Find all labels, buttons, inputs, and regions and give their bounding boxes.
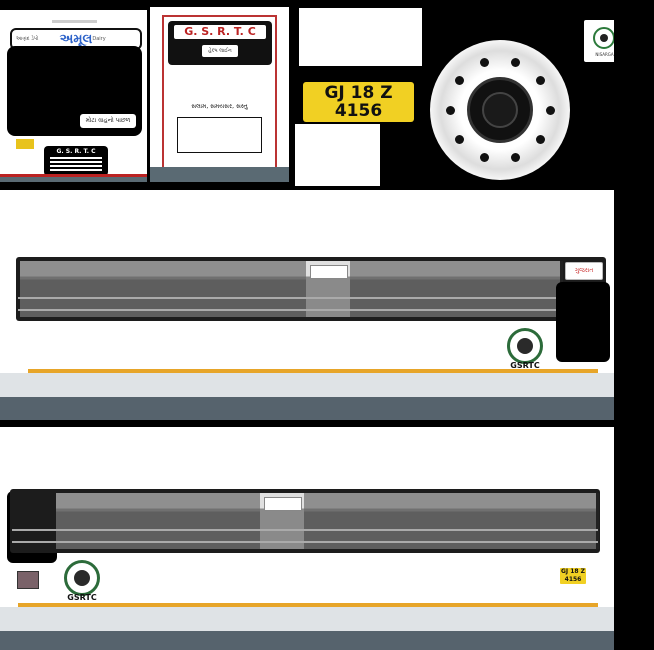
brand-label: GSRTC <box>510 361 540 370</box>
side-registration-plate: GJ 18 Z 4156 <box>560 568 586 584</box>
brand-label: GSRTC <box>67 593 97 602</box>
plate-line-2: 4156 <box>334 101 383 121</box>
side-sticker: ગુજરાત <box>565 262 603 280</box>
side-rear-panel <box>556 282 610 362</box>
skirt-dark <box>0 631 614 650</box>
bus-front-texture: આણંદ ડેપો અમૂલ Dairy મોટા વાહનો પાછળ G. … <box>0 10 147 182</box>
wheel-lug-nut <box>510 153 520 163</box>
wheel-lug-nut <box>455 134 465 144</box>
orange-stripe <box>28 369 598 373</box>
mini-plate-line-1: GJ 18 Z <box>560 568 586 575</box>
window-pane <box>350 261 425 317</box>
wheel-lug-nut <box>545 105 555 115</box>
wheel-lug-nut <box>510 57 520 67</box>
mini-plate-line-2: 4156 <box>564 576 582 583</box>
front-red-stripe <box>0 174 147 177</box>
wheel-lug-nut <box>535 76 545 86</box>
destination-right-text: Dairy <box>92 36 136 42</box>
front-grille: G. S. R. T. C <box>44 146 108 176</box>
front-small-badge <box>16 139 34 149</box>
skirt-light <box>0 607 614 631</box>
right-black-bar <box>614 0 654 650</box>
door-sign <box>310 265 348 279</box>
wheel-rim-icon <box>430 40 570 180</box>
window-pane <box>494 261 563 317</box>
side-window-strip <box>10 489 600 553</box>
side-door <box>306 261 350 317</box>
plate-line-1: GJ 18 Z <box>324 83 393 103</box>
door-sign <box>264 497 302 511</box>
logo-caption: NISARGA <box>595 52 614 57</box>
rear-grey-stripe <box>150 167 289 182</box>
window-rail <box>18 297 558 299</box>
registration-plate: GJ 18 Z 4156 <box>303 82 414 122</box>
skirt-light <box>0 373 614 397</box>
destination-center-text: અમૂલ <box>59 31 93 47</box>
window-rail <box>12 541 598 543</box>
gsrtc-emblem-icon <box>507 328 543 364</box>
wheel-lug-nut <box>480 57 490 67</box>
wheel-lug-nut <box>445 105 455 115</box>
bus-rear-texture: G. S. R. T. C હેલ્પ લાઈન સલામ, સમયસર, સસ… <box>150 7 289 182</box>
rear-panel: G. S. R. T. C હેલ્પ લાઈન <box>168 21 272 65</box>
front-top-line <box>52 20 97 23</box>
bus-side-right-texture: ગુજરાત GSRTC <box>0 190 614 420</box>
gsrtc-emblem-icon <box>64 560 100 596</box>
side-door <box>260 493 304 549</box>
rear-sub-text: હેલ્પ લાઈન <box>202 45 238 57</box>
rear-plate-box <box>177 117 262 153</box>
blank-panel-bottom <box>295 124 380 186</box>
bus-side-left-texture: ગુજરાત GSRTC GJ 18 Z 4156 <box>0 427 614 650</box>
window-rail <box>18 309 558 311</box>
wheel-lug-nut <box>455 76 465 86</box>
orange-stripe <box>18 603 598 607</box>
grille-text: G. S. R. T. C <box>56 148 96 155</box>
fuel-cap <box>17 571 39 589</box>
destination-left-text: આણંદ ડેપો <box>16 36 60 42</box>
wheel-lug-nut <box>535 134 545 144</box>
rear-slogan: સલામ, સમયસર, સસ્તુ <box>191 103 248 110</box>
window-rail <box>12 529 598 531</box>
blank-panel-top <box>299 8 422 66</box>
skirt-dark <box>0 397 614 420</box>
window-pane <box>164 261 239 317</box>
front-grey-stripe <box>0 177 147 182</box>
window-pane <box>376 493 451 549</box>
rear-plate-text: G. S. R. T. C <box>174 25 266 39</box>
wheel-hub-center <box>482 92 518 128</box>
grille-bars <box>50 157 102 172</box>
wheel-lug-nut <box>480 153 490 163</box>
window-pane <box>520 493 599 549</box>
windshield-sticker: મોટા વાહનો પાછળ <box>80 114 136 128</box>
logo-emblem-icon <box>593 27 615 49</box>
side-window-strip <box>16 257 606 321</box>
